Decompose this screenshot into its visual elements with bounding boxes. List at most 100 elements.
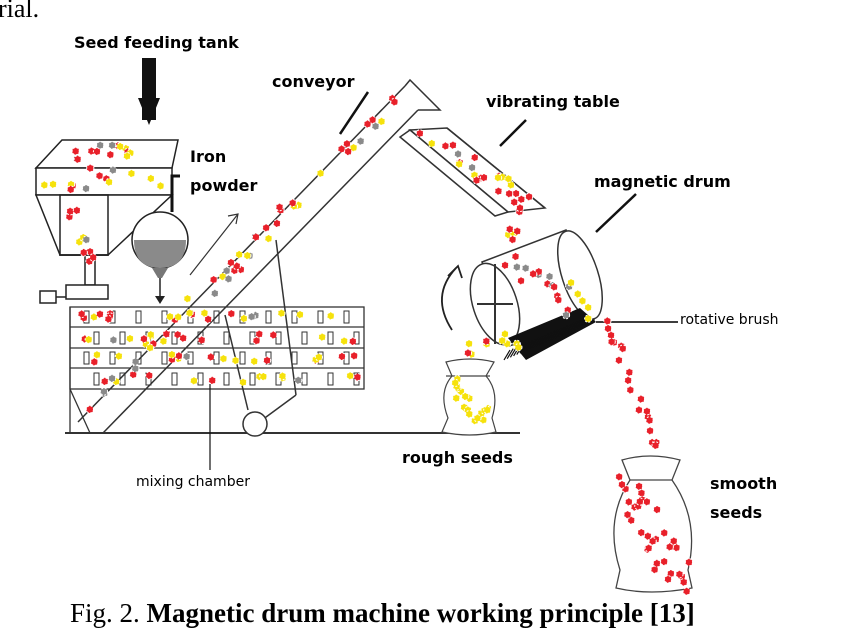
seed — [637, 489, 646, 498]
seed — [337, 144, 346, 154]
seed — [665, 542, 674, 552]
seed — [109, 335, 118, 345]
seed — [463, 348, 473, 358]
seed — [92, 350, 102, 359]
seed — [219, 354, 228, 363]
seed — [604, 324, 613, 333]
seed — [529, 269, 538, 278]
brush-bristle — [545, 332, 553, 343]
seed — [200, 309, 209, 318]
seed — [465, 339, 474, 348]
seed — [554, 295, 563, 304]
seed — [607, 331, 616, 340]
paddle — [249, 372, 256, 386]
seed — [448, 141, 458, 150]
seed — [262, 223, 271, 232]
seed — [415, 129, 424, 138]
seed — [116, 142, 125, 151]
seed — [455, 160, 464, 169]
seed — [363, 119, 372, 129]
seed — [669, 537, 678, 546]
paddle — [119, 331, 126, 345]
seed — [316, 169, 325, 178]
seed — [174, 312, 183, 322]
seed — [269, 330, 278, 340]
seed — [275, 203, 284, 212]
seed — [451, 378, 460, 387]
seed — [114, 352, 124, 361]
seed — [337, 352, 347, 361]
seed — [356, 137, 365, 146]
seed — [79, 248, 88, 257]
seed — [390, 97, 399, 107]
seed — [272, 219, 282, 228]
seed — [82, 184, 91, 193]
label-seed-feeding-tank: Seed feeding tank — [74, 33, 239, 52]
mixing-chamber — [69, 306, 365, 434]
seed — [226, 258, 236, 267]
seed — [525, 192, 534, 201]
seed — [614, 356, 624, 365]
seed — [660, 557, 669, 566]
seed — [505, 189, 514, 198]
seed — [162, 330, 171, 339]
seed — [235, 250, 244, 259]
seed — [251, 233, 261, 242]
brush-bristle — [554, 327, 562, 339]
paddle — [343, 310, 350, 324]
seed — [500, 329, 510, 339]
seed — [454, 149, 463, 159]
seed — [578, 296, 587, 305]
seed — [340, 337, 349, 346]
seed — [183, 294, 192, 303]
seed — [185, 308, 194, 318]
seed — [227, 309, 236, 318]
seed — [49, 180, 58, 189]
seed — [650, 565, 659, 574]
seed — [259, 372, 268, 381]
seed — [517, 195, 526, 204]
paddle — [327, 331, 334, 345]
seed — [545, 272, 554, 281]
label-rough-seeds: rough seeds — [402, 448, 513, 467]
seed — [646, 426, 655, 435]
seed — [660, 528, 669, 538]
seed — [66, 207, 75, 216]
seed — [125, 334, 135, 343]
seed — [278, 372, 287, 381]
rotative-brush — [503, 308, 596, 361]
seed — [441, 141, 450, 151]
brush-bristle — [541, 333, 549, 344]
seed — [106, 150, 115, 159]
seed — [512, 263, 522, 272]
paddle — [223, 331, 230, 345]
seed — [294, 376, 303, 385]
seed — [506, 180, 516, 189]
seed — [567, 278, 576, 287]
seed — [71, 147, 80, 156]
seed — [618, 344, 627, 353]
seed — [664, 575, 673, 584]
seed — [206, 352, 215, 362]
seed — [561, 311, 571, 320]
seed — [642, 407, 652, 416]
seed — [85, 405, 95, 414]
seed — [368, 115, 377, 125]
brush-bristle — [573, 319, 581, 331]
seed — [264, 234, 273, 243]
seed — [353, 373, 362, 382]
seed — [108, 141, 117, 150]
seed — [623, 510, 632, 519]
paddle — [93, 331, 100, 345]
seed — [624, 376, 633, 385]
paddle — [93, 372, 100, 386]
seed — [483, 405, 492, 414]
figure-caption: Fig. 2. Magnetic drum machine working pr… — [70, 598, 695, 628]
seed — [146, 174, 155, 183]
paddle — [327, 372, 334, 386]
seed — [513, 227, 522, 236]
seed — [82, 235, 91, 244]
label-magnetic-drum: magnetic drum — [594, 172, 731, 191]
seed — [179, 334, 188, 343]
